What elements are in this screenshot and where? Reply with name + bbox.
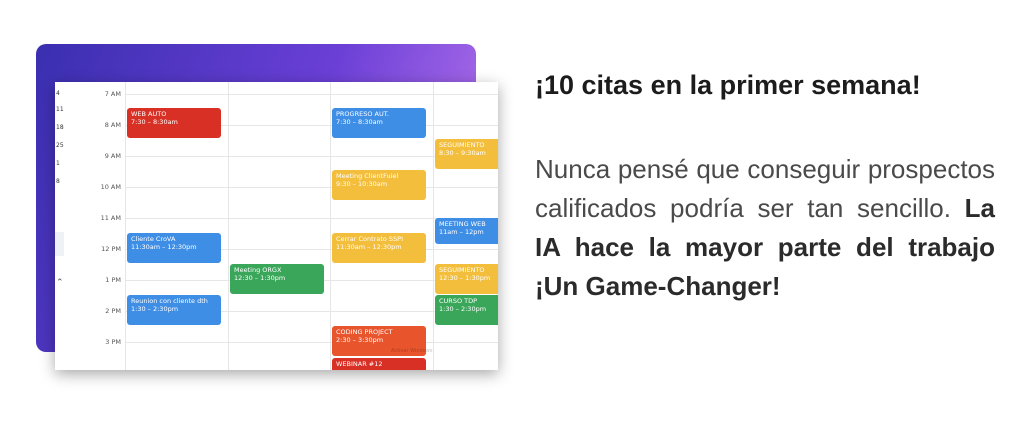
headline: ¡10 citas en la primer semana!	[535, 70, 921, 100]
calendar-event[interactable]: SEGUIMIENTO 8:30 – 9:30am	[435, 139, 498, 169]
hour-line	[125, 311, 498, 312]
event-time: 11:30am – 12:30pm	[131, 243, 197, 251]
event-time: 12:30 – 1:30pm	[439, 274, 491, 282]
testimonial-emphasis: La IA hace la mayor parte del trabajo ¡U…	[535, 193, 995, 301]
time-label: 7 AM	[104, 90, 121, 98]
event-time: 1:30 – 2:30pm	[439, 305, 487, 313]
event-time: 1:30 – 2:30pm	[131, 305, 179, 313]
time-label: 3 PM	[105, 338, 121, 346]
event-title: CODING PROJECT	[336, 328, 393, 336]
mini-day: 25	[56, 142, 64, 149]
event-title: Cliente CroVA	[131, 235, 176, 243]
day-divider	[125, 82, 126, 370]
day-divider	[433, 82, 434, 370]
hour-line	[125, 342, 498, 343]
hour-line	[125, 249, 498, 250]
event-time: 8:30 – 9:30am	[439, 149, 486, 157]
event-title: Cerrar Contrato SSPI	[336, 235, 404, 243]
watermark: Activar Windows	[391, 348, 433, 354]
calendar-event[interactable]: WEB AUTO 7:30 – 8:30am	[127, 108, 221, 138]
calendar-screenshot: 4 11 18 25 1 8 ⌃ 7 AM 8 AM 9 AM 10 AM 11…	[55, 82, 498, 370]
calendar-event[interactable]: CODING PROJECT 2:30 – 3:30pm	[332, 326, 426, 356]
mini-calendar: 4 11 18 25 1 8 ⌃	[55, 82, 66, 370]
mini-day: 18	[56, 124, 64, 131]
calendar-event[interactable]: Meeting ORGX 12:30 – 1:30pm	[230, 264, 324, 294]
event-time: 11am – 12pm	[439, 228, 484, 236]
event-title: Meeting ClientFuiel	[336, 172, 399, 180]
event-title: CURSO TDP	[439, 297, 478, 305]
event-title: Reunion con cliente dth	[131, 297, 208, 305]
event-time: 7:30 – 8:30am	[131, 118, 178, 126]
hour-line	[125, 156, 498, 157]
calendar-event[interactable]: MEETING WEB 11am – 12pm	[435, 218, 498, 244]
event-title: PROGRESO AUT.	[336, 110, 389, 118]
event-title: MEETING WEB	[439, 220, 486, 228]
event-time: 7:30 – 8:30am	[336, 118, 383, 126]
calendar-event[interactable]: Meeting ClientFuiel 9:30 – 10:30am	[332, 170, 426, 200]
calendar-event[interactable]: CURSO TDP 1:30 – 2:30pm	[435, 295, 498, 325]
time-label: 9 AM	[104, 152, 121, 160]
event-time: 2:30 – 3:30pm	[336, 336, 384, 344]
mini-day: 8	[56, 178, 60, 185]
mini-selection	[55, 232, 64, 256]
day-divider	[330, 82, 331, 370]
testimonial-plain: Nunca pensé que conseguir prospectos cal…	[535, 154, 995, 223]
calendar-event[interactable]: WEBINAR #12	[332, 358, 426, 370]
event-title: SEGUIMIENTO	[439, 141, 485, 149]
calendar-event[interactable]: Cerrar Contrato SSPI 11:30am – 12:30pm	[332, 233, 426, 263]
event-title: WEBINAR #12	[336, 360, 383, 368]
time-label: 10 AM	[100, 183, 121, 191]
time-label: 2 PM	[105, 307, 121, 315]
hour-line	[125, 187, 498, 188]
calendar-event[interactable]: Cliente CroVA 11:30am – 12:30pm	[127, 233, 221, 263]
event-title: WEB AUTO	[131, 110, 167, 118]
calendar-event[interactable]: Reunion con cliente dth 1:30 – 2:30pm	[127, 295, 221, 325]
mini-day: 1	[56, 160, 60, 167]
hour-line	[125, 94, 498, 95]
calendar-event[interactable]: PROGRESO AUT. 7:30 – 8:30am	[332, 108, 426, 138]
testimonial-text: Nunca pensé que conseguir prospectos cal…	[535, 150, 995, 306]
calendar-event[interactable]: SEGUIMIENTO 12:30 – 1:30pm	[435, 264, 498, 294]
event-time: 9:30 – 10:30am	[336, 180, 388, 188]
event-title: SEGUIMIENTO	[439, 266, 485, 274]
time-label: 11 AM	[100, 214, 121, 222]
mini-day: 4	[56, 90, 60, 97]
chevron-up-icon: ⌃	[56, 278, 64, 288]
time-label: 8 AM	[104, 121, 121, 129]
time-label: 12 PM	[101, 245, 121, 253]
day-divider	[228, 82, 229, 370]
mini-day: 11	[56, 106, 64, 113]
hour-line	[125, 125, 498, 126]
time-label: 1 PM	[105, 276, 121, 284]
hour-line	[125, 218, 498, 219]
event-time: 12:30 – 1:30pm	[234, 274, 286, 282]
event-time: 11:30am – 12:30pm	[336, 243, 402, 251]
event-title: Meeting ORGX	[234, 266, 282, 274]
